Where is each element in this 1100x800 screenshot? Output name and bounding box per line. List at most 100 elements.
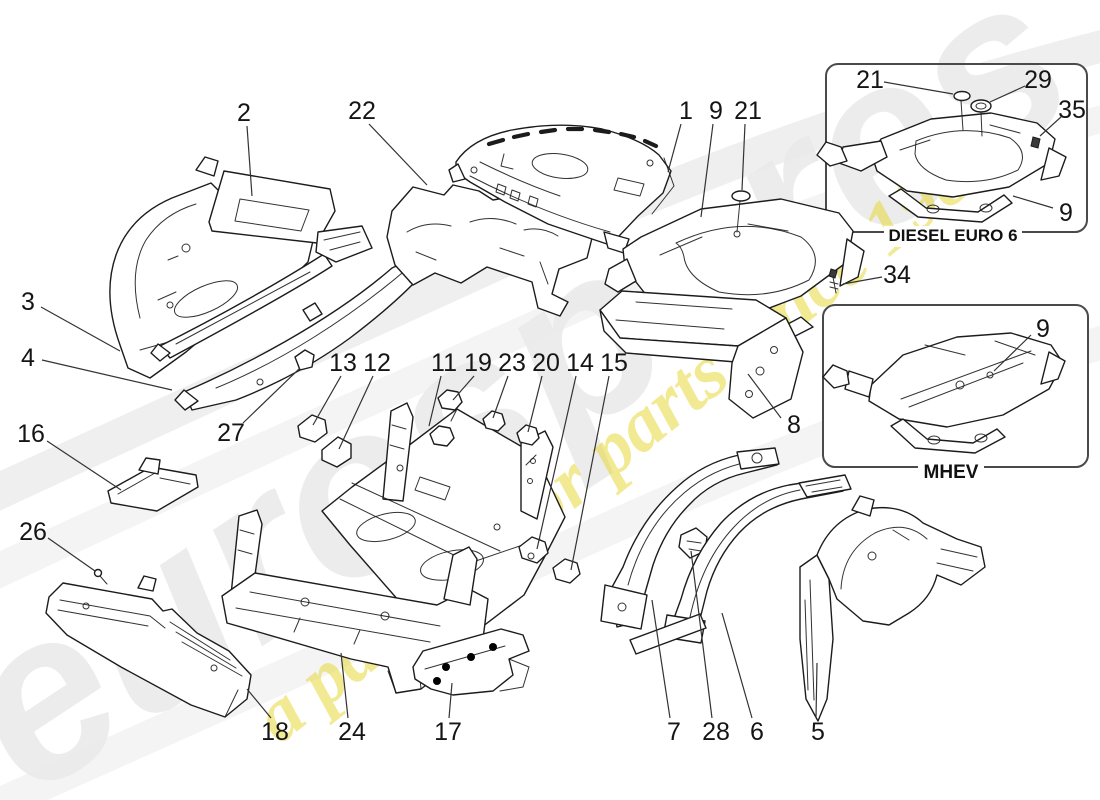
part-rear-cross-panel-detail [406, 218, 559, 285]
part-sill-panel-detail [210, 664, 218, 672]
callout-15[interactable]: 15 [600, 349, 628, 377]
part-well-diesel-detail [926, 204, 940, 214]
stud-21-diesel-detail [960, 100, 964, 131]
well-left-hook [604, 258, 637, 293]
leader-line-21-diesel [883, 81, 954, 95]
rail-tab [302, 302, 323, 322]
callout-21-diesel[interactable]: 21 [856, 66, 884, 94]
part-clip-20 [516, 424, 540, 446]
callout-7[interactable]: 7 [667, 718, 681, 746]
part-side-rail-upper-detail [315, 225, 373, 263]
wheelhouse-bracket [195, 156, 219, 177]
part-rear-crossmember-rail [599, 290, 804, 419]
callout-8[interactable]: 8 [787, 411, 801, 439]
part-side-rail-upper-detail [150, 343, 171, 362]
callout-35[interactable]: 35 [1058, 96, 1086, 124]
part-pillar-frame-6-detail [629, 613, 707, 655]
part-well-mhev-detail [822, 364, 850, 389]
callout-11[interactable]: 11 [431, 349, 457, 377]
part-well-mhev-detail [927, 435, 941, 445]
parts-layer [45, 90, 1067, 722]
part-bracket-17-detail [412, 628, 530, 696]
part-rear-floor-panel-detail [389, 424, 407, 450]
callout-22[interactable]: 22 [348, 97, 376, 125]
part-well-diesel-detail [979, 203, 993, 213]
callout-16[interactable]: 16 [17, 420, 45, 448]
callout-18[interactable]: 18 [261, 718, 289, 746]
callout-14[interactable]: 14 [566, 349, 594, 377]
well-right-flange [839, 238, 865, 287]
part-inner-wheelhouse-left-detail [181, 243, 191, 253]
part-well-diesel [816, 90, 1067, 223]
part-bracket-17-detail [442, 663, 450, 671]
part-rear-wheelhouse-detail [851, 495, 875, 517]
floor-right-flange [520, 430, 554, 520]
part-side-rail-upper [150, 225, 373, 362]
callout-4[interactable]: 4 [21, 344, 35, 372]
leader-line-9-mhev [993, 334, 1032, 372]
leader-line-17 [448, 682, 453, 719]
callout-6[interactable]: 6 [750, 718, 764, 746]
part-parcel-shelf-detail [646, 159, 654, 167]
callout-27[interactable]: 27 [217, 419, 245, 447]
callout-23[interactable]: 23 [498, 349, 526, 377]
part-rear-crossmember-rail-detail [770, 346, 778, 354]
part-pillar-frame-7-detail [751, 452, 763, 464]
part-bracket-16-detail [117, 472, 191, 495]
callout-3[interactable]: 3 [21, 288, 35, 316]
wheelhouse-crossbox [208, 170, 336, 244]
part-bracket-16-detail [138, 457, 161, 475]
part-side-rail-lower-detail [215, 267, 409, 389]
inset-diesel-title-mask [884, 226, 1022, 247]
callout-9-diesel[interactable]: 9 [1059, 199, 1073, 227]
callout-17[interactable]: 17 [434, 718, 462, 746]
callout-26[interactable]: 26 [19, 518, 47, 546]
stud-21-detail [733, 230, 741, 238]
callout-2[interactable]: 2 [237, 99, 251, 127]
floor-left-pillar [382, 402, 414, 502]
part-pillar-frame-6-detail [689, 489, 801, 618]
part-bracket-14-detail [518, 536, 549, 564]
callout-12[interactable]: 12 [363, 349, 391, 377]
mark-35 [1030, 136, 1041, 149]
callout-9-mhev[interactable]: 9 [1036, 315, 1050, 343]
grommet-29 [970, 99, 992, 137]
part-pillar-frame-7-detail [736, 447, 780, 470]
callout-9-main[interactable]: 9 [709, 97, 723, 125]
part-well-mhev-detail [986, 371, 994, 379]
part-pillar-frame-7-detail [627, 461, 749, 586]
part-bracket-17-detail [489, 643, 497, 651]
part-well-diesel-detail [816, 141, 848, 167]
part-parcel-shelf-detail [470, 166, 478, 174]
part-bracket-17 [412, 628, 530, 696]
callout-20[interactable]: 20 [532, 349, 560, 377]
callout-21-main[interactable]: 21 [734, 97, 762, 125]
leader-line-21-main [741, 123, 746, 191]
callout-34[interactable]: 34 [883, 261, 911, 289]
leader-line-9-diesel [1012, 195, 1054, 209]
part-bracket-13 [297, 414, 328, 443]
leader-line-4 [41, 359, 173, 391]
leader-line-20 [527, 375, 543, 433]
callout-1[interactable]: 1 [679, 97, 693, 125]
part-fastener-26-detail [99, 575, 108, 585]
stud-21-diesel-detail [953, 90, 971, 102]
inset-diesel-title: DIESEL EURO 6 [888, 226, 1017, 245]
part-bracket-17-detail [433, 677, 441, 685]
callout-24[interactable]: 24 [338, 718, 366, 746]
callout-19[interactable]: 19 [464, 349, 492, 377]
leader-line-14 [536, 375, 577, 550]
part-inner-wheelhouse-left [109, 156, 336, 379]
part-rear-panel-crossmember-detail [300, 597, 310, 607]
part-rear-crossmember-rail-detail [755, 366, 765, 376]
part-rear-wheelhouse-detail [816, 506, 986, 626]
callout-13[interactable]: 13 [329, 349, 357, 377]
stud-21-detail [731, 190, 751, 202]
callout-28[interactable]: 28 [702, 718, 730, 746]
stud-21-diesel [953, 90, 971, 131]
part-fastener-34-detail [829, 276, 839, 294]
part-well-mhev-detail [900, 340, 1036, 408]
part-parcel-shelf-detail [495, 183, 539, 208]
callout-5[interactable]: 5 [811, 718, 825, 746]
callout-29[interactable]: 29 [1024, 66, 1052, 94]
